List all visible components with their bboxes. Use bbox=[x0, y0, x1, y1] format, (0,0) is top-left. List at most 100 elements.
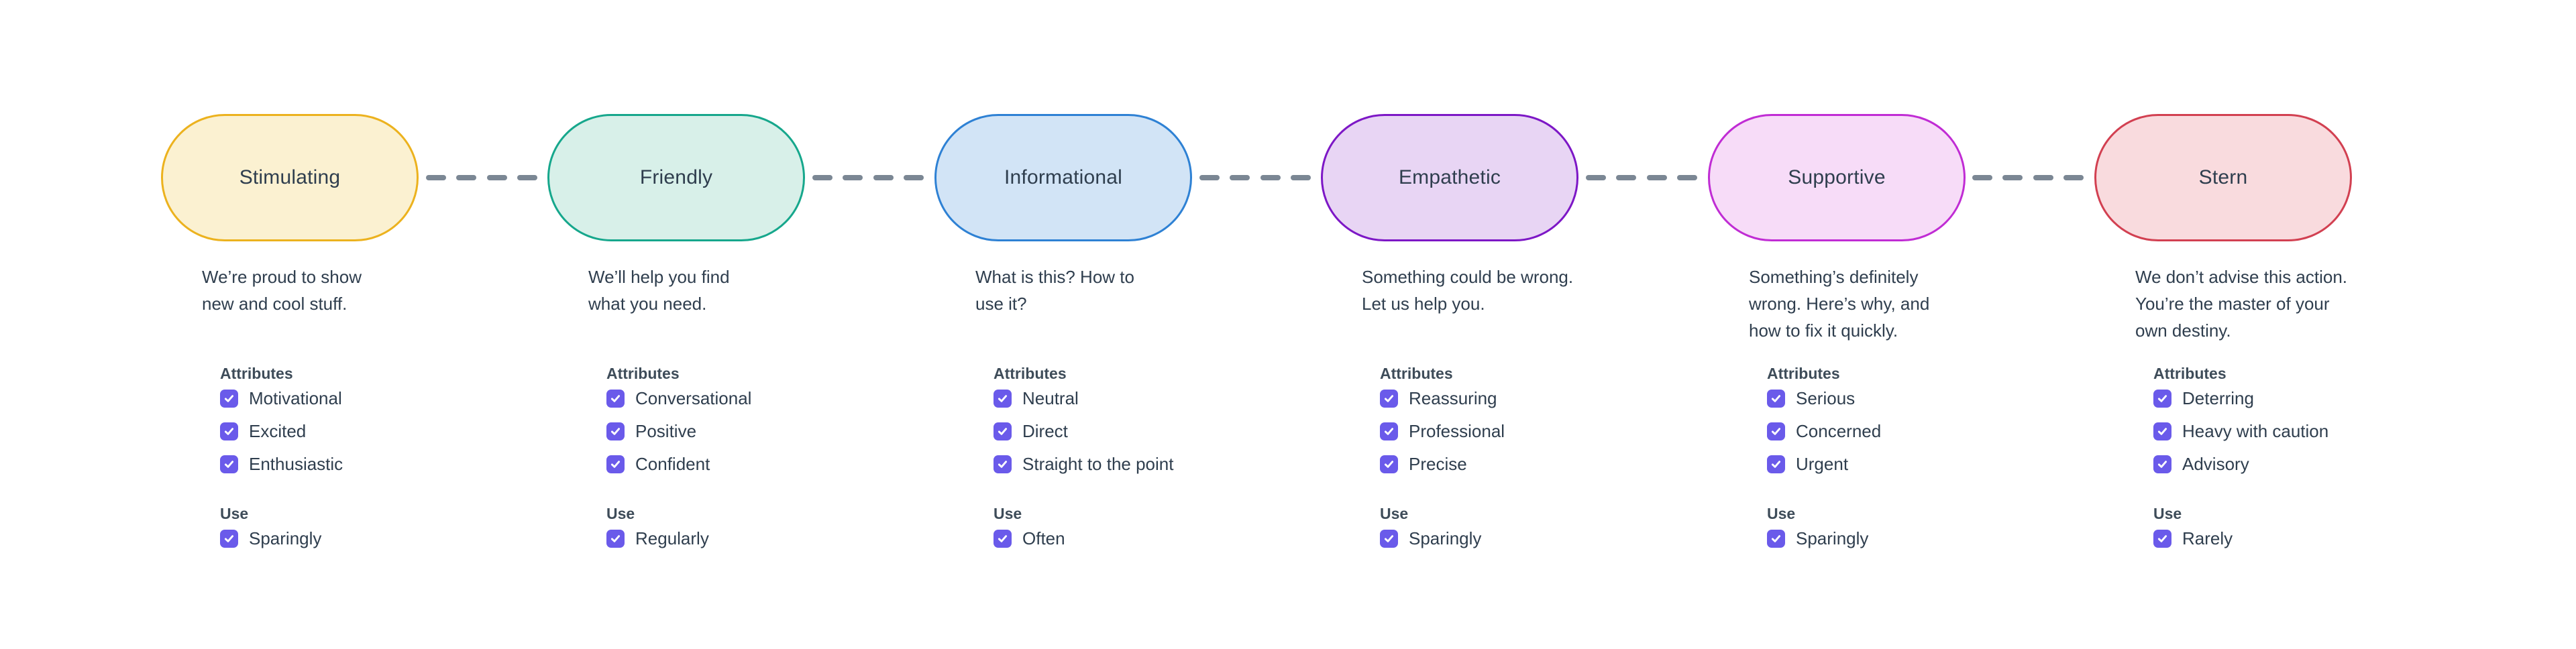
tone-label: Stern bbox=[2198, 166, 2248, 188]
dash bbox=[426, 175, 446, 180]
attributes-heading: Attributes bbox=[2153, 365, 2226, 382]
checkbox-checked[interactable] bbox=[1380, 390, 1398, 408]
attribute-row: Enthusiastic bbox=[220, 454, 343, 474]
tone-label: Stimulating bbox=[239, 166, 341, 188]
attribute-row: Precise bbox=[1380, 454, 1505, 474]
checkbox-checked[interactable] bbox=[994, 390, 1012, 408]
checkmark-icon bbox=[1384, 428, 1394, 435]
use-label: Sparingly bbox=[249, 528, 322, 548]
use-label: Regularly bbox=[635, 528, 709, 548]
dash bbox=[843, 175, 863, 180]
use-row: Sparingly bbox=[1380, 528, 1482, 548]
checkbox-checked[interactable] bbox=[1767, 390, 1785, 408]
tone-label: Empathetic bbox=[1398, 166, 1501, 188]
checkbox-checked[interactable] bbox=[2153, 530, 2171, 548]
checkbox-checked[interactable] bbox=[220, 422, 238, 440]
attribute-row: Reassuring bbox=[1380, 388, 1505, 408]
checkmark-icon bbox=[224, 535, 234, 542]
checkbox-checked[interactable] bbox=[220, 455, 238, 473]
dash bbox=[1676, 175, 1697, 180]
dash bbox=[486, 175, 507, 180]
checkmark-icon bbox=[998, 461, 1008, 468]
checkbox-checked[interactable] bbox=[606, 530, 625, 548]
dash bbox=[1972, 175, 1992, 180]
dash bbox=[1290, 175, 1311, 180]
checkbox-checked[interactable] bbox=[1767, 422, 1785, 440]
attribute-label: Motivational bbox=[249, 388, 342, 408]
attribute-label: Precise bbox=[1409, 454, 1467, 474]
checkbox-checked[interactable] bbox=[220, 390, 238, 408]
checkmark-icon bbox=[610, 395, 621, 402]
checkbox-checked[interactable] bbox=[2153, 390, 2171, 408]
checkmark-icon bbox=[2157, 461, 2167, 468]
attributes-list: Conversational Positive Confident bbox=[606, 388, 752, 474]
use-heading: Use bbox=[606, 505, 635, 522]
attribute-label: Conversational bbox=[635, 388, 752, 408]
checkmark-icon bbox=[224, 461, 234, 468]
checkmark-icon bbox=[998, 395, 1008, 402]
use-heading: Use bbox=[1767, 505, 1796, 522]
use-label: Rarely bbox=[2182, 528, 2233, 548]
checkbox-checked[interactable] bbox=[606, 455, 625, 473]
tone-pill: Friendly bbox=[547, 114, 805, 241]
tone-description: We’ll help you find what you need. bbox=[588, 267, 730, 314]
connector-dashed-line bbox=[1586, 175, 1697, 180]
attribute-label: Concerned bbox=[1796, 421, 1882, 441]
attribute-label: Advisory bbox=[2182, 454, 2249, 474]
attribute-row: Straight to the point bbox=[994, 454, 1173, 474]
dash bbox=[903, 175, 924, 180]
attribute-row: Neutral bbox=[994, 388, 1173, 408]
checkbox-checked[interactable] bbox=[1767, 455, 1785, 473]
checkmark-icon bbox=[1384, 535, 1394, 542]
tone-description: Something could be wrong. Let us help yo… bbox=[1362, 267, 1574, 314]
dash bbox=[2002, 175, 2023, 180]
checkmark-icon bbox=[1384, 461, 1394, 468]
dash bbox=[456, 175, 477, 180]
checkbox-checked[interactable] bbox=[606, 422, 625, 440]
tone-pill: Supportive bbox=[1708, 114, 1966, 241]
tone-pill: Stimulating bbox=[161, 114, 419, 241]
dash bbox=[1230, 175, 1250, 180]
checkmark-icon bbox=[2157, 535, 2167, 542]
use-row: Regularly bbox=[606, 528, 709, 548]
checkbox-checked[interactable] bbox=[1380, 455, 1398, 473]
tone-column-empathetic: Empathetic Something could be wrong. Let… bbox=[1321, 114, 1578, 570]
attribute-label: Heavy with caution bbox=[2182, 421, 2329, 441]
attribute-label: Deterring bbox=[2182, 388, 2254, 408]
checkbox-checked[interactable] bbox=[2153, 455, 2171, 473]
checkmark-icon bbox=[998, 428, 1008, 435]
use-label: Sparingly bbox=[1409, 528, 1482, 548]
checkbox-checked[interactable] bbox=[994, 530, 1012, 548]
attribute-row: Excited bbox=[220, 421, 343, 441]
tone-label: Supportive bbox=[1788, 166, 1886, 188]
tone-description: Something’s definitely wrong. Here’s why… bbox=[1749, 267, 1930, 341]
attribute-label: Direct bbox=[1022, 421, 1068, 441]
tone-pill: Informational bbox=[934, 114, 1192, 241]
dash bbox=[2033, 175, 2053, 180]
attributes-list: Neutral Direct Straight to the point bbox=[994, 388, 1173, 474]
checkmark-icon bbox=[998, 535, 1008, 542]
use-heading: Use bbox=[994, 505, 1022, 522]
attribute-label: Enthusiastic bbox=[249, 454, 343, 474]
checkbox-checked[interactable] bbox=[2153, 422, 2171, 440]
attribute-label: Neutral bbox=[1022, 388, 1079, 408]
tone-description: What is this? How to use it? bbox=[975, 267, 1134, 314]
checkbox-checked[interactable] bbox=[220, 530, 238, 548]
checkmark-icon bbox=[224, 395, 234, 402]
dash bbox=[1646, 175, 1667, 180]
dash bbox=[1616, 175, 1637, 180]
use-heading: Use bbox=[220, 505, 249, 522]
checkmark-icon bbox=[610, 535, 621, 542]
tone-column-supportive: Supportive Something’s definitely wrong.… bbox=[1708, 114, 1966, 570]
dash bbox=[517, 175, 537, 180]
checkbox-checked[interactable] bbox=[1380, 422, 1398, 440]
attribute-row: Heavy with caution bbox=[2153, 421, 2329, 441]
checkmark-icon bbox=[2157, 395, 2167, 402]
checkbox-checked[interactable] bbox=[606, 390, 625, 408]
checkbox-checked[interactable] bbox=[994, 455, 1012, 473]
checkbox-checked[interactable] bbox=[1767, 530, 1785, 548]
attributes-heading: Attributes bbox=[1380, 365, 1453, 382]
checkmark-icon bbox=[1771, 461, 1781, 468]
checkbox-checked[interactable] bbox=[994, 422, 1012, 440]
checkbox-checked[interactable] bbox=[1380, 530, 1398, 548]
